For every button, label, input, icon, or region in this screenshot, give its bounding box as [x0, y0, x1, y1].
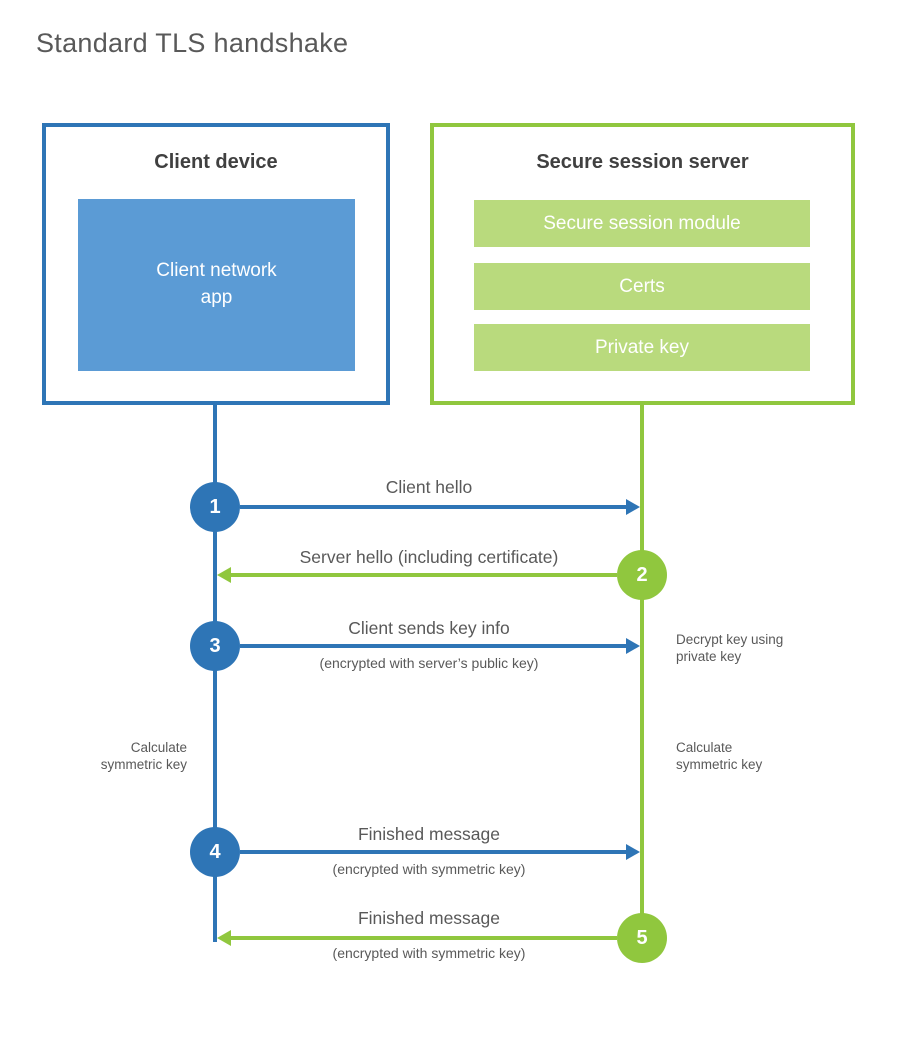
step-badge-3: 3 — [190, 621, 240, 671]
client-device-box: Client device Client network app — [42, 123, 390, 405]
message-4-label: Finished message — [357, 824, 501, 844]
message-3-label: Client sends key info — [348, 618, 510, 638]
arrow-5-shaft — [231, 936, 617, 940]
message-3-sublabel: (encrypted with server’s public key) — [319, 655, 539, 671]
step-number-4: 4 — [209, 840, 221, 863]
arrow-2-shaft — [231, 573, 617, 577]
arrow-4-shaft — [240, 850, 626, 854]
page-title: Standard TLS handshake — [36, 28, 349, 58]
server-box-title: Secure session server — [536, 151, 749, 173]
arrow-4-head-right — [626, 844, 640, 860]
step-number-5: 5 — [636, 926, 648, 949]
step-number-3: 3 — [209, 634, 221, 657]
step-badge-2: 2 — [617, 550, 667, 600]
step-number-2: 2 — [636, 563, 648, 586]
step-badge-1: 1 — [190, 482, 240, 532]
annotation-calculate-symmetric-key-left: Calculate symmetric key — [100, 740, 187, 773]
message-4-sublabel: (encrypted with symmetric key) — [332, 861, 526, 877]
server-module-private-key: Private key — [474, 324, 810, 371]
arrow-1-head-right — [626, 499, 640, 515]
arrow-5-head-left — [217, 930, 231, 946]
server-module-certs: Certs — [474, 263, 810, 310]
message-2-label: Server hello (including certificate) — [299, 547, 559, 567]
step-badge-4: 4 — [190, 827, 240, 877]
message-5-label: Finished message — [357, 908, 501, 928]
client-app-label-line2: app — [200, 287, 233, 308]
message-5-sublabel: (encrypted with symmetric key) — [332, 945, 526, 961]
server-lifeline — [640, 405, 644, 940]
arrow-3-head-right — [626, 638, 640, 654]
client-lifeline — [213, 405, 217, 942]
annotation-calculate-symmetric-key-right: Calculate symmetric key — [676, 740, 763, 773]
annotation-decrypt-key: Decrypt key using private key — [676, 632, 784, 665]
arrow-2-head-left — [217, 567, 231, 583]
client-app-label-line1: Client network — [156, 260, 277, 282]
server-module-secure-session: Secure session module — [474, 200, 810, 247]
client-box-title: Client device — [154, 151, 278, 173]
step-badge-5: 5 — [617, 913, 667, 963]
step-number-1: 1 — [209, 495, 221, 518]
arrow-3-shaft — [240, 644, 626, 648]
secure-session-server-box: Secure session server Secure session mod… — [430, 123, 855, 405]
message-1-label: Client hello — [385, 477, 473, 497]
client-network-app-block: Client network app — [78, 199, 355, 371]
arrow-1-shaft — [240, 505, 626, 509]
